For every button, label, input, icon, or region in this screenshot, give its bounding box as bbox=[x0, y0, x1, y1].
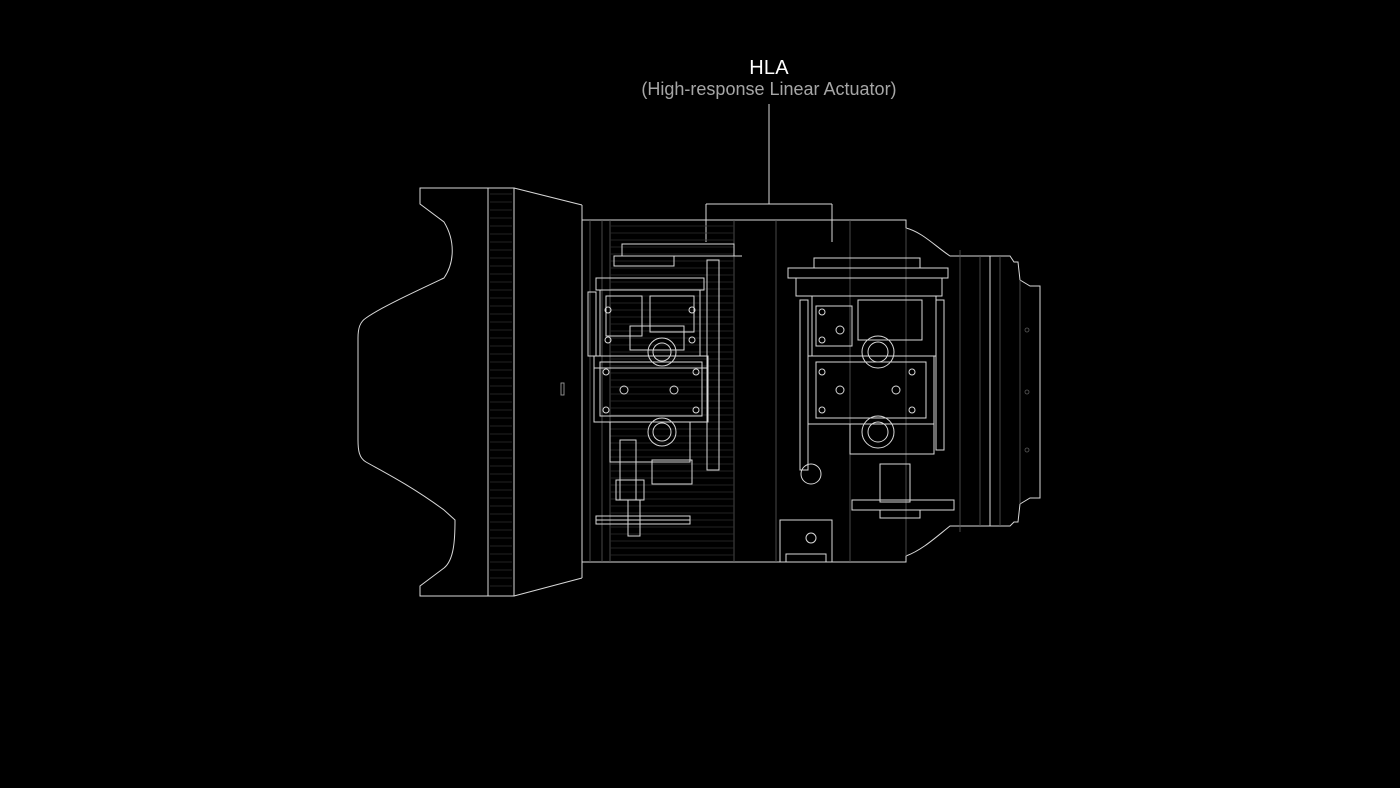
callout-leader bbox=[705, 104, 833, 242]
lens-mount bbox=[990, 255, 1041, 527]
callout-title: HLA bbox=[749, 57, 789, 79]
lens-barrel bbox=[581, 219, 991, 563]
hla-unit-rear bbox=[779, 257, 955, 563]
callout-subtitle: (High-response Linear Actuator) bbox=[641, 79, 897, 99]
lens-hood bbox=[357, 187, 583, 597]
hla-unit-front bbox=[587, 243, 742, 537]
hood-grip-ribs bbox=[490, 193, 512, 587]
focus-ring-ribs bbox=[610, 225, 734, 556]
